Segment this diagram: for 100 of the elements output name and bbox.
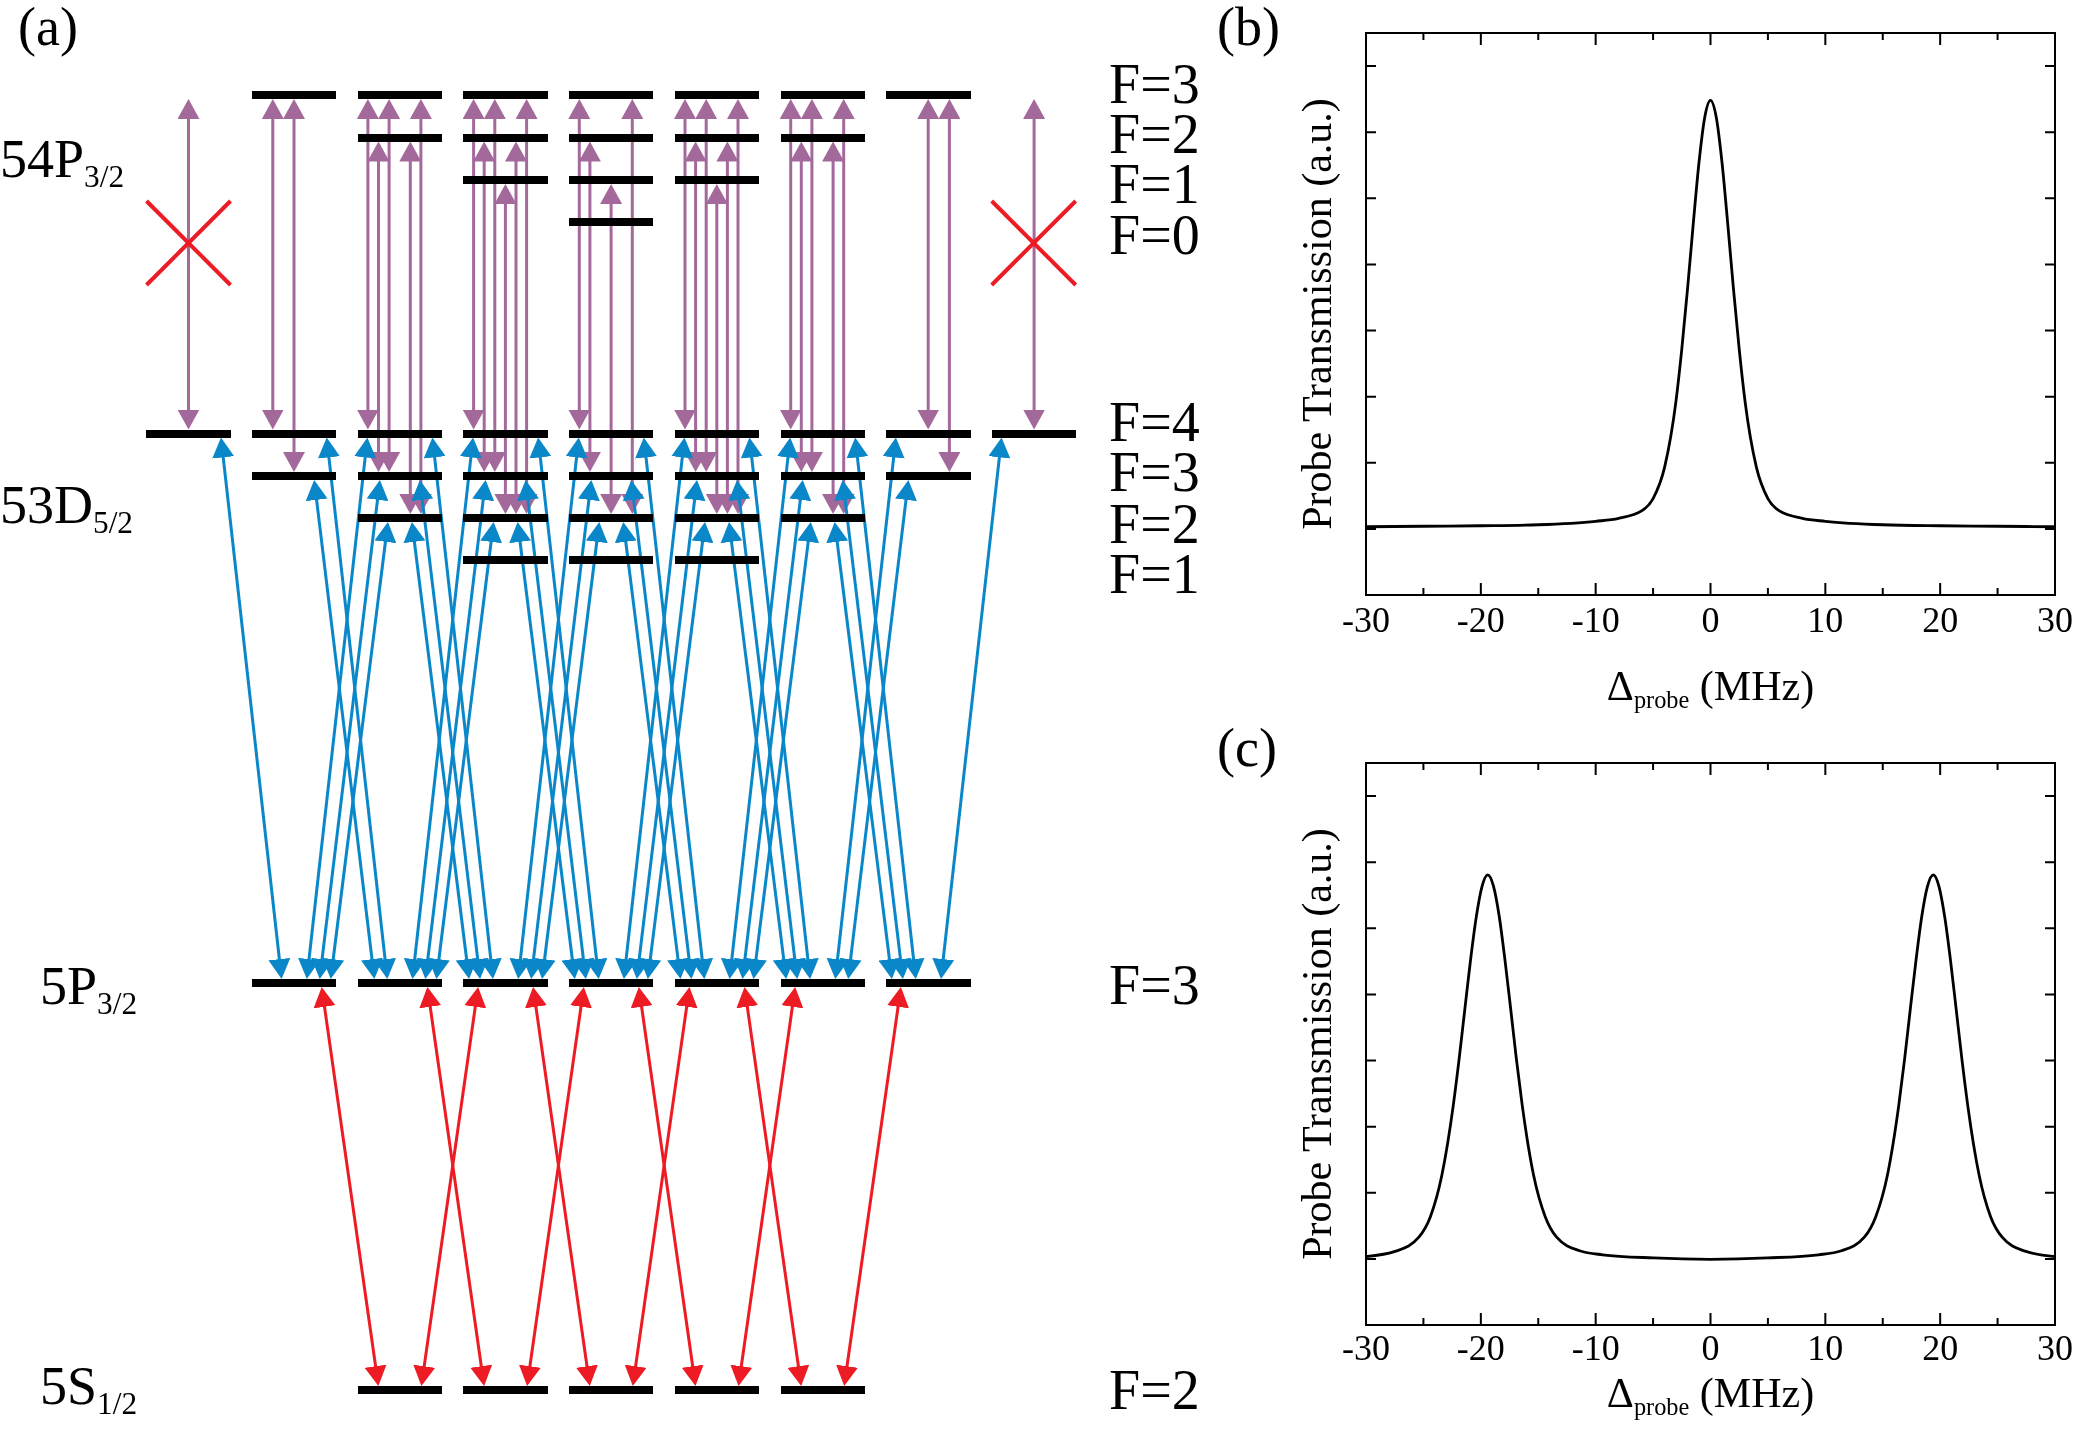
energy-level-bar [357, 472, 443, 480]
energy-level-bar [569, 472, 654, 480]
double-headed-arrow [1023, 99, 1046, 430]
energy-level-bar [780, 1386, 865, 1394]
double-headed-arrow [509, 437, 588, 979]
energy-level-bar [674, 514, 760, 522]
energy-level-bar [569, 218, 654, 226]
tick-label: 10 [1807, 1330, 1844, 1366]
double-headed-arrow [832, 99, 855, 514]
energy-level-bar [674, 91, 760, 99]
tick-label: 0 [1701, 1330, 1720, 1366]
energy-level-bar [463, 472, 548, 480]
energy-level-bar [357, 1386, 443, 1394]
double-headed-arrow [378, 99, 401, 472]
double-headed-arrow [356, 99, 379, 430]
energy-level-bar [463, 556, 548, 564]
energy-level-bar [780, 979, 865, 987]
energy-level-bar [357, 979, 443, 987]
energy-level-bar [569, 514, 654, 522]
energy-level-bar [252, 429, 337, 438]
energy-level-bar [674, 472, 760, 480]
double-headed-arrow [614, 522, 689, 979]
double-headed-arrow [938, 99, 961, 472]
tick-label: 10 [1807, 602, 1844, 638]
double-headed-arrow [822, 141, 845, 514]
double-headed-arrow [399, 141, 422, 514]
energy-level-bar [463, 514, 548, 522]
double-headed-arrow [298, 437, 377, 979]
energy-level-bar [463, 91, 548, 99]
energy-level-bar [357, 133, 443, 142]
double-headed-arrow [318, 437, 396, 979]
tick-label: 20 [1922, 602, 1959, 638]
double-headed-arrow [826, 437, 905, 979]
double-headed-arrow [639, 522, 714, 979]
energy-level-bar [252, 979, 337, 987]
double-headed-arrow [621, 99, 644, 514]
energy-level-bar [569, 176, 654, 184]
energy-level-bar [780, 91, 865, 99]
energy-level-bar [780, 133, 865, 142]
double-headed-arrow [635, 437, 714, 979]
double-headed-arrow [519, 987, 592, 1386]
state-label: 5S$_{1/2}$ [40, 1359, 138, 1420]
double-headed-arrow [483, 99, 506, 472]
double-headed-arrow [578, 141, 601, 472]
double-headed-arrow [779, 99, 802, 430]
double-headed-arrow [403, 437, 482, 979]
double-headed-arrow [600, 184, 623, 514]
double-headed-arrow [529, 437, 608, 979]
energy-level-bar [463, 1386, 548, 1394]
energy-level-bar [569, 556, 654, 564]
axis-label: Δ$_{probe}$ (MHz) [1606, 1372, 1815, 1420]
energy-level-bar [886, 429, 971, 438]
double-headed-arrow [283, 99, 305, 472]
double-headed-arrow [367, 141, 390, 472]
energy-level-bar [780, 514, 865, 522]
double-headed-arrow [515, 99, 538, 514]
energy-level-bar [886, 979, 971, 987]
tick-label: -10 [1571, 1330, 1620, 1366]
double-headed-arrow [800, 99, 823, 472]
axis-label: Probe Transmission (a.u.) [1296, 828, 1338, 1260]
double-headed-arrow [177, 99, 200, 430]
energy-level-bar [569, 979, 654, 987]
energy-level-bar [357, 91, 443, 99]
double-headed-arrow [932, 437, 1011, 979]
energy-level-bar [463, 979, 548, 987]
energy-level-bar [357, 514, 443, 522]
energy-level-bar [252, 91, 337, 99]
energy-level-bar [146, 429, 231, 438]
energy-level-bar [463, 133, 548, 142]
double-headed-arrow [322, 522, 397, 979]
double-headed-arrow [568, 99, 591, 430]
double-headed-arrow [473, 141, 496, 472]
double-headed-arrow [462, 99, 485, 430]
double-headed-arrow [212, 437, 291, 979]
double-headed-arrow [615, 437, 694, 979]
double-headed-arrow [423, 437, 502, 979]
double-headed-arrow [727, 99, 749, 514]
double-headed-arrow [494, 184, 517, 514]
energy-level-bar [886, 91, 971, 99]
tick-label: -20 [1456, 602, 1505, 638]
tick-label: 20 [1922, 1330, 1959, 1366]
energy-level-bar [991, 429, 1077, 438]
energy-level-bar [569, 91, 654, 99]
double-headed-arrow [790, 141, 813, 472]
double-headed-arrow [716, 141, 739, 514]
energy-level-bar [569, 133, 654, 142]
energy-level-bar [780, 429, 865, 438]
energy-level-bar [674, 1386, 760, 1394]
energy-level-bar [252, 472, 337, 480]
energy-level-bar [569, 1386, 654, 1394]
double-headed-arrow [745, 522, 820, 979]
double-headed-arrow [826, 522, 901, 979]
double-headed-arrow [846, 437, 925, 979]
tick-label: 30 [2037, 1330, 2073, 1366]
tick-label: 0 [1701, 602, 1720, 638]
energy-level-bar [463, 429, 548, 438]
energy-level-bar [674, 556, 760, 564]
tick-label: -10 [1571, 602, 1620, 638]
energy-level-bar [674, 979, 760, 987]
double-headed-arrow [403, 522, 478, 979]
